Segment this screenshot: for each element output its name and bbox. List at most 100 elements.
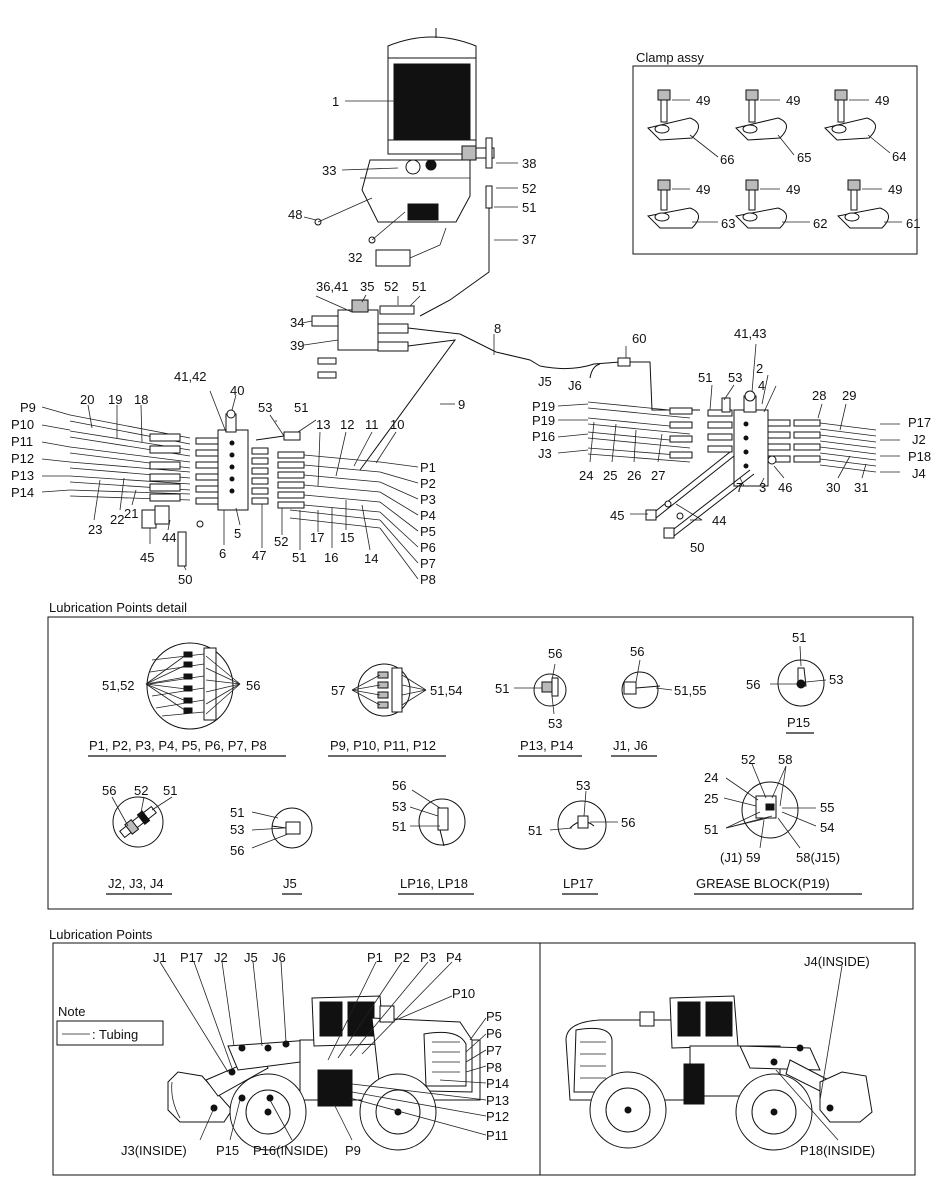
detail-LP17 <box>549 790 618 850</box>
label-52: 52 <box>741 752 755 767</box>
clamp-65 <box>735 89 795 156</box>
label-56: 56 <box>230 843 244 858</box>
label-56: 56 <box>548 646 562 661</box>
label-12: 12 <box>340 417 354 432</box>
label-39: 39 <box>290 338 304 353</box>
label-P14: P14 <box>11 485 34 500</box>
label-49: 49 <box>696 93 710 108</box>
label-49: 49 <box>696 182 710 197</box>
label-62: 62 <box>813 216 827 231</box>
label-51-54: 51,54 <box>430 683 463 698</box>
detail-P9-P12 <box>351 663 427 717</box>
note-text: : Tubing <box>92 1027 138 1042</box>
label-J5: J5 <box>244 950 258 965</box>
caption-LP17: LP17 <box>563 876 593 891</box>
label-5: 5 <box>234 526 241 541</box>
label-51: 51 <box>412 279 426 294</box>
detail-J5 <box>251 807 313 849</box>
label-J4-inside: J4(INSIDE) <box>804 954 870 969</box>
label-10: 10 <box>390 417 404 432</box>
label-4: 4 <box>758 378 765 393</box>
label-P19: P19 <box>532 399 555 414</box>
label-53: 53 <box>576 778 590 793</box>
label-51: 51 <box>292 550 306 565</box>
label-32: 32 <box>348 250 362 265</box>
label-51: 51 <box>294 400 308 415</box>
label-P16-inside: P16(INSIDE) <box>253 1143 328 1158</box>
clamp-62 <box>734 179 810 229</box>
label-58: 58 <box>778 752 792 767</box>
label-31: 31 <box>854 480 868 495</box>
label-53: 53 <box>230 822 244 837</box>
points-frame <box>52 942 916 1176</box>
label-P14: P14 <box>486 1076 509 1091</box>
label-J4: J4 <box>912 466 926 481</box>
detail-LP16-LP18 <box>409 789 466 847</box>
label-P10: P10 <box>452 986 475 1001</box>
label-55: 55 <box>820 800 834 815</box>
label-33: 33 <box>322 163 336 178</box>
label-51: 51 <box>698 370 712 385</box>
label-61: 61 <box>906 216 920 231</box>
label-51: 51 <box>704 822 718 837</box>
label-J5: J5 <box>538 374 552 389</box>
label-51: 51 <box>163 783 177 798</box>
label-26: 26 <box>627 468 641 483</box>
label-3: 3 <box>759 480 766 495</box>
label-50: 50 <box>690 540 704 555</box>
clamp-63 <box>646 179 718 229</box>
detail-P13-P14 <box>514 663 567 715</box>
label-56: 56 <box>621 815 635 830</box>
label-45: 45 <box>610 508 624 523</box>
label-P5: P5 <box>420 524 436 539</box>
label-51: 51 <box>495 681 509 696</box>
detail-J1-J6 <box>621 659 673 709</box>
label-52: 52 <box>522 181 536 196</box>
label-P11: P11 <box>11 434 33 449</box>
label-56: 56 <box>746 677 760 692</box>
label-13: 13 <box>316 417 330 432</box>
label-64: 64 <box>892 149 906 164</box>
label-6: 6 <box>219 546 226 561</box>
label-41-43: 41,43 <box>734 326 767 341</box>
label-49: 49 <box>875 93 889 108</box>
left-manifold-group <box>41 390 419 580</box>
clamp-64 <box>824 89 891 154</box>
label-25: 25 <box>704 791 718 806</box>
label-P3: P3 <box>420 492 436 507</box>
wheel-loader-left-view <box>159 961 487 1151</box>
label-56: 56 <box>102 783 116 798</box>
caption-grease-block: GREASE BLOCK(P19) <box>696 876 830 891</box>
label-J6: J6 <box>568 378 582 393</box>
label-P8: P8 <box>420 572 436 587</box>
label-52: 52 <box>384 279 398 294</box>
label-P12: P12 <box>11 451 34 466</box>
label-P1: P1 <box>420 460 436 475</box>
wheel-loader-right-view <box>565 965 873 1151</box>
label-54: 54 <box>820 820 834 835</box>
label-P11: P11 <box>486 1128 508 1143</box>
right-manifold-group <box>539 343 900 539</box>
detail-grease-block <box>723 763 817 849</box>
label-J1: J1 <box>153 950 167 965</box>
label-J2: J2 <box>214 950 228 965</box>
label-51-52: 51,52 <box>102 678 135 693</box>
label-53: 53 <box>548 716 562 731</box>
label-P12: P12 <box>486 1109 509 1124</box>
label-17: 17 <box>310 530 324 545</box>
label-60: 60 <box>632 331 646 346</box>
clamp-61 <box>836 179 902 229</box>
caption-P9-P12: P9, P10, P11, P12 <box>330 738 436 753</box>
label-24: 24 <box>704 770 718 785</box>
label-P19: P19 <box>532 413 555 428</box>
label-7: 7 <box>736 480 743 495</box>
label-11: 11 <box>365 417 379 432</box>
caption-P13-P14: P13, P14 <box>520 738 574 753</box>
label-P15: P15 <box>216 1143 239 1158</box>
label-P1: P1 <box>367 950 383 965</box>
label-P16: P16 <box>532 429 555 444</box>
detail-frame <box>47 616 914 910</box>
label-P2: P2 <box>394 950 410 965</box>
label-40: 40 <box>230 383 244 398</box>
label-56: 56 <box>246 678 260 693</box>
